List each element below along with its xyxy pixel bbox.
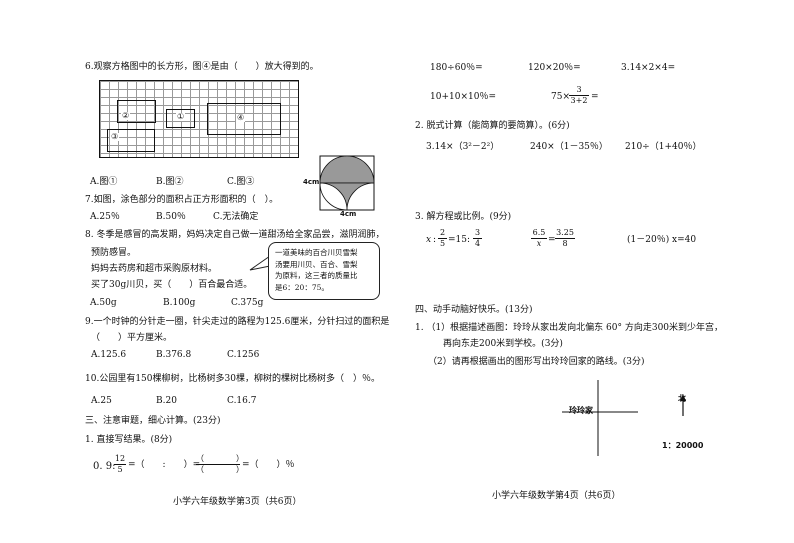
right-footer: 小学六年级数学第4页（共6页）	[492, 491, 621, 501]
q8-option-a: A.50g	[90, 298, 117, 308]
calc-1: 180÷60％=	[430, 63, 483, 73]
square-grid	[99, 80, 299, 158]
eq2-equals: =	[548, 235, 556, 245]
q7-option-c: C.无法确定	[213, 212, 259, 222]
map-axes	[562, 380, 638, 456]
q6-option-a: A.图①	[90, 177, 118, 187]
calc-5-fraction: 3 3+2	[569, 86, 589, 105]
s4q1-line1: 1. （1）根据描述画图：玲玲从家出发向北偏东 60° 方向走300米到少年宫，	[415, 323, 724, 333]
callout-pointer	[249, 255, 271, 271]
ratio-eq2: =（ ）％	[242, 460, 295, 470]
eq2-fraction-2: 3.25 8	[555, 228, 575, 248]
q2-item-3: 210÷（1+40％）	[625, 142, 702, 152]
eq1-colon: :	[433, 235, 437, 245]
calc-5-num: 3	[576, 85, 582, 94]
calc-3: 3.14×2×4=	[621, 63, 676, 73]
s4q1-line2: 再向东走200米到学校。(3分)	[443, 339, 563, 349]
q6-question: 6.观察方格图中的长方形，图④是由（ ）放大得到的。	[85, 62, 319, 72]
rect-label-1: ①	[176, 112, 186, 121]
q2-item-1: 3.14×（3²－2²）	[426, 142, 500, 152]
q7-question: 7.如图，涂色部分的面积占正方形面积的（ ）。	[85, 195, 279, 205]
q7-dim-side: 4cm	[303, 178, 320, 186]
rect-shape-1	[166, 109, 195, 128]
q8-option-c: C.375g	[231, 298, 264, 308]
s3q1-title: 1. 直接写结果。(8分)	[85, 435, 173, 445]
q8-line1: 8. 冬季是感冒的高发期，妈妈决定自己做一道甜汤给全家品尝，滋阴润肺，	[85, 230, 385, 240]
rect-label-2: ②	[121, 111, 131, 120]
q9-line1: 9.一个时钟的分针走一圈，针尖走过的路程为125.6厘米，分针扫过的面积是	[85, 317, 390, 327]
q2-item-2: 240×（1－35％）	[530, 142, 608, 152]
callout-line-2: 汤要用川贝、百合、雪梨	[275, 259, 358, 269]
calc-5-tail: =	[591, 92, 599, 102]
q10-option-a: A.25	[91, 396, 112, 406]
ratio-eq1: =（ : ）=	[128, 460, 201, 470]
eq1-fraction-2: 3 4	[473, 228, 482, 248]
q3-title: 3. 解方程或比例。(9分)	[415, 212, 512, 222]
rect-label-4: ④	[236, 113, 246, 122]
q8-line2: 预防感冒。	[91, 248, 137, 258]
home-label: 玲玲家	[569, 405, 593, 415]
q7-option-b: B.50％	[156, 212, 186, 222]
q6-option-c: C.图③	[227, 177, 255, 187]
eq3: (1－20％) x=40	[627, 235, 697, 245]
shaded-square-figure	[319, 155, 375, 211]
callout-line-3: 为原料，这三者的质量比	[275, 271, 358, 281]
q10-option-b: B.20	[156, 396, 177, 406]
eq1-x: x	[426, 235, 432, 245]
calc-5-den: 3+2	[570, 96, 588, 105]
callout-line-1: 一道美味的百合川贝雪梨	[275, 248, 358, 257]
q8-option-b: B.100g	[163, 298, 196, 308]
calc-5-lead: 75×	[551, 92, 570, 102]
rect-shape-2	[117, 100, 156, 123]
q2-title: 2. 脱式计算（能简算的要简算）。(6分)	[415, 121, 570, 131]
rect-shape-4	[207, 103, 281, 135]
q9-line2: （ ）平方厘米。	[91, 333, 173, 343]
eq2-fraction-1: 6.5 x	[531, 228, 547, 248]
scale-label: 1：20000	[662, 441, 704, 450]
section4-title: 四、动手动脑好快乐。(13分)	[415, 305, 533, 315]
q8-line4: 买了30g川贝，买（ ）百合最合适。	[91, 280, 253, 290]
calc-5-bar	[569, 95, 589, 96]
left-footer: 小学六年级数学第3页（共6页）	[173, 497, 302, 507]
ratio-lead: 0. 9:	[93, 461, 116, 472]
q8-line3: 妈妈去药房和超市采购原材料。	[91, 264, 218, 274]
blank-fraction[interactable]: （ ） （ ）	[196, 454, 244, 474]
ratio-fraction-num: 12	[114, 454, 126, 463]
north-label: 北	[678, 393, 686, 403]
calc-4: 10+10×10％=	[430, 92, 496, 102]
rect-shape-3	[107, 129, 155, 152]
q9-option-a: A.125.6	[91, 350, 127, 360]
q9-option-b: B.376.8	[156, 350, 192, 360]
calc-2: 120×20％=	[528, 63, 581, 73]
ratio-fraction: 12 5	[114, 455, 126, 474]
eq1-fraction-1: 2 5	[438, 228, 447, 248]
section3-title: 三、注意审题，细心计算。(23分)	[85, 416, 221, 426]
q7-dim-bottom: 4cm	[340, 210, 357, 218]
q6-option-b: B.图②	[156, 177, 184, 187]
q9-option-c: C.1256	[227, 350, 260, 360]
recipe-callout: 一道美味的百合川贝雪梨 汤要用川贝、百合、雪梨 为原料，这三者的质量比 是6：2…	[268, 242, 380, 300]
q7-option-a: A.25％	[90, 212, 120, 222]
q10-option-c: C.16.7	[227, 396, 257, 406]
s4q1-line3: （2）请再根据画出的图形写出玲玲回家的路线。(3分)	[428, 357, 645, 367]
callout-line-4: 是6：20：75。	[275, 282, 329, 292]
ratio-fraction-bar	[114, 464, 126, 465]
blank-fraction-bar	[196, 464, 240, 465]
q10-question: 10.公园里有150棵柳树，比杨树多30棵，柳树的棵树比杨树多（ ）％。	[85, 374, 380, 384]
eq1-mid: =15:	[448, 235, 471, 245]
north-arrow	[680, 394, 686, 416]
rect-label-3: ③	[110, 132, 120, 141]
ratio-fraction-den: 5	[117, 465, 123, 474]
